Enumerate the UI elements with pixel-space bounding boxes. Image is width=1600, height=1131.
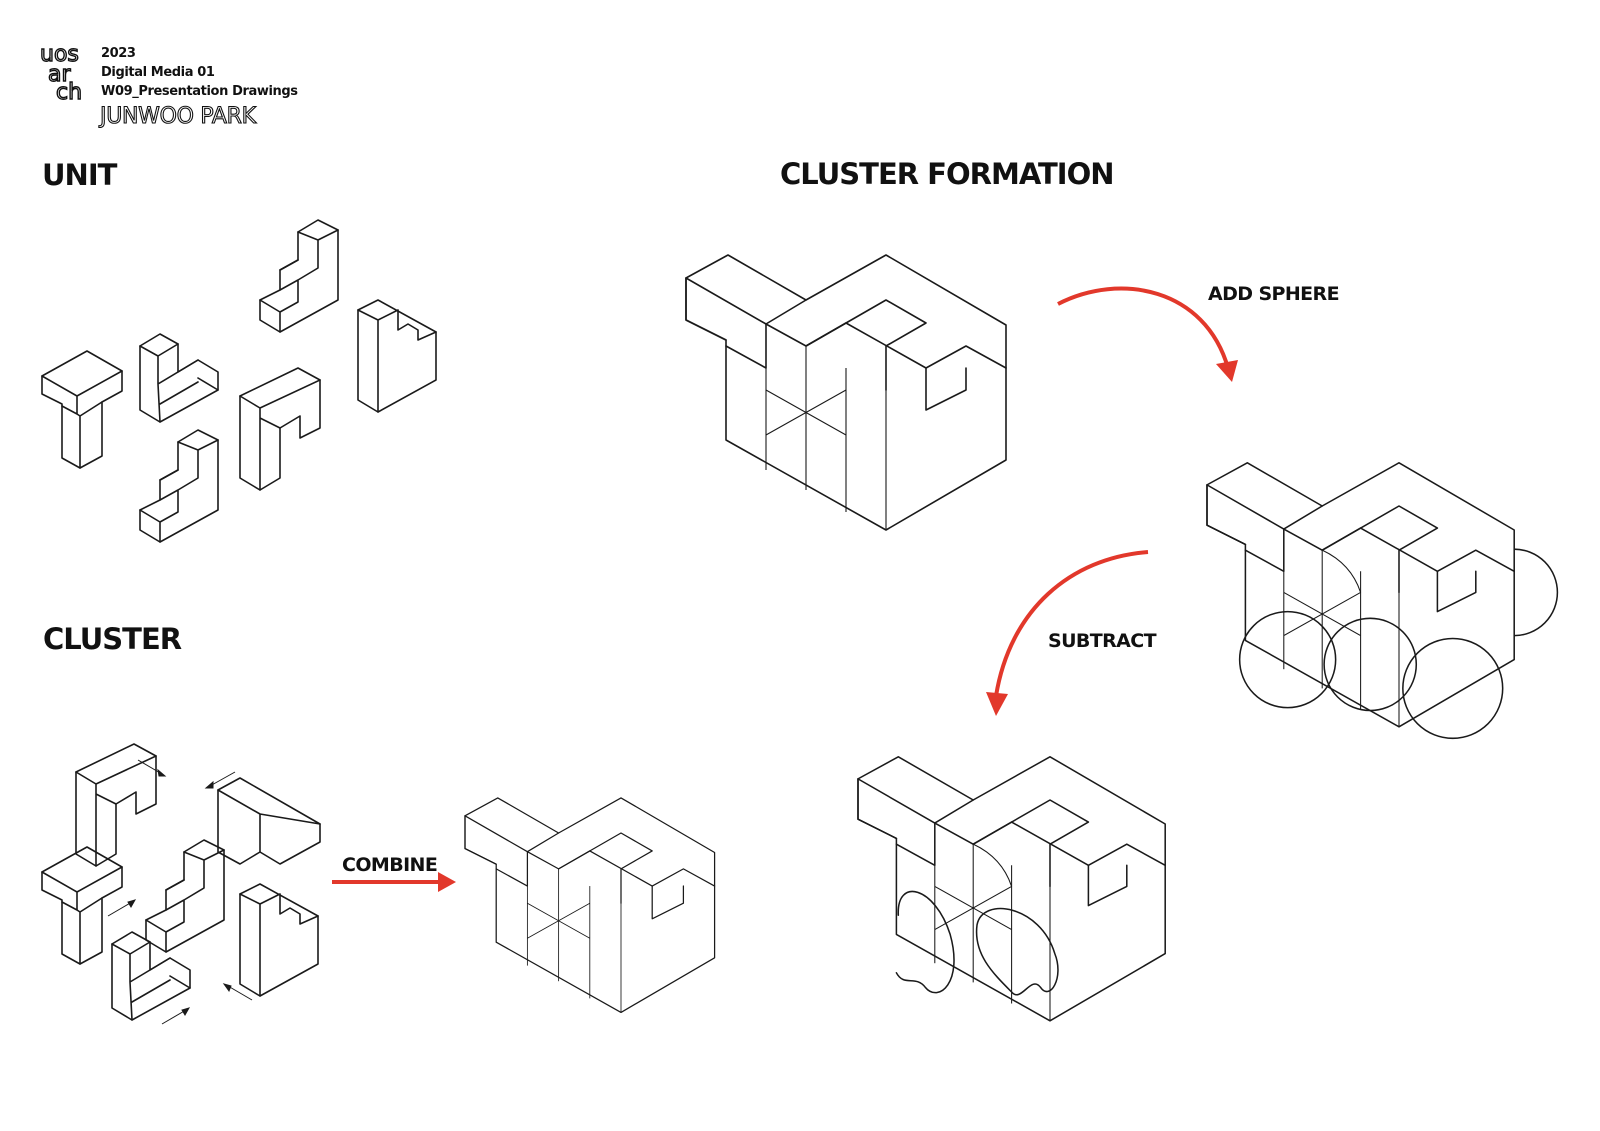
header-year: 2023 (101, 46, 136, 61)
subtract-arrow (994, 550, 1149, 697)
header-course: Digital Media 01 (101, 65, 215, 80)
unit-piece-l (139, 333, 219, 423)
unit-piece-seven (239, 367, 321, 491)
cluster-combined (464, 797, 716, 1014)
step-label-subtract: SUBTRACT (1048, 630, 1157, 652)
subtract-arrow-head (986, 692, 1008, 716)
header-assignment: W09_Presentation Drawings (101, 84, 298, 99)
unit-piece-t (41, 350, 123, 469)
unit-piece-step-top (259, 219, 339, 333)
cluster-piece-t (41, 846, 123, 965)
logo-part-uos: uos (39, 42, 79, 67)
logo-part-ar: ar (47, 62, 71, 87)
unit-piece-step-bottom (139, 429, 219, 543)
cluster-piece-step (145, 839, 225, 953)
cluster-piece-block (239, 883, 319, 997)
section-title-cluster: CLUSTER (43, 622, 182, 656)
section-title-unit: UNIT (42, 158, 117, 192)
combine-arrow-head (438, 872, 456, 892)
motion-arrows (107, 759, 253, 1025)
cluster-with-spheres (1206, 462, 1559, 740)
logo-part-ch: ch (55, 80, 83, 105)
add-sphere-arrow-head (1216, 360, 1238, 382)
cluster-formation-base (685, 254, 1007, 531)
step-label-add-sphere: ADD SPHERE (1208, 283, 1340, 305)
add-sphere-arrow (1057, 286, 1230, 369)
cluster-subtracted (857, 756, 1166, 1022)
section-title-cluster-formation: CLUSTER FORMATION (780, 157, 1115, 191)
cluster-piece-block-top (217, 777, 321, 865)
header-author: JUNWOO PARK (99, 103, 256, 129)
unit-piece-block (357, 299, 437, 413)
step-label-combine: COMBINE (342, 854, 438, 876)
